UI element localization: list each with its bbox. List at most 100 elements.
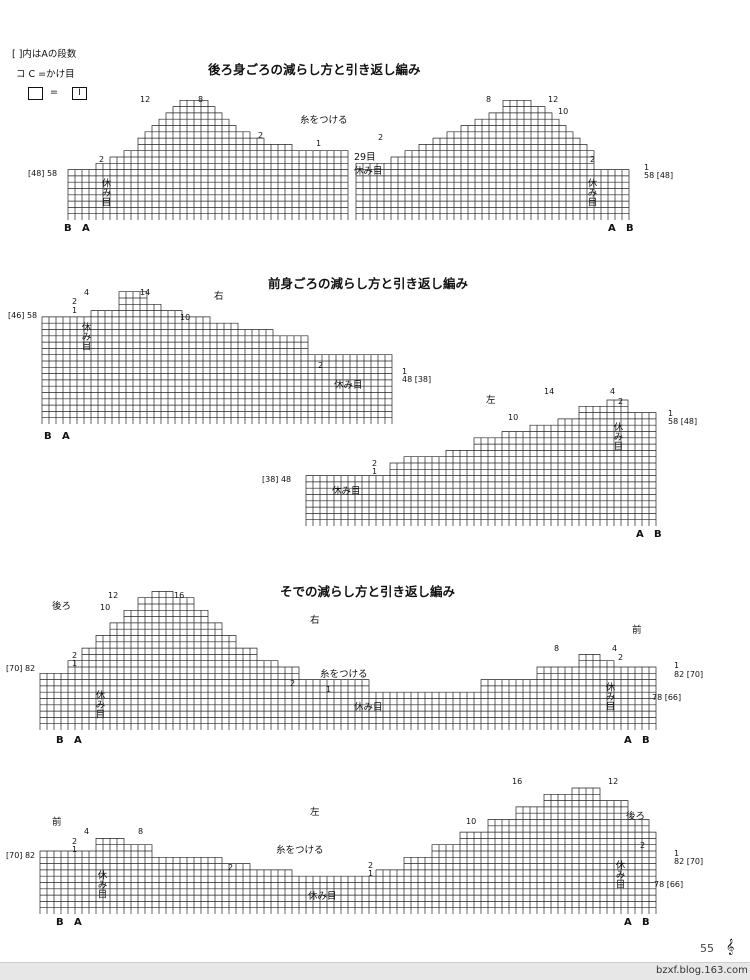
back-right-12: 12 bbox=[548, 95, 559, 104]
back-right-10: 10 bbox=[558, 107, 569, 116]
sleeve-title: そでの減らし方と引き返し編み bbox=[280, 584, 456, 599]
watermark-url: bzxf.blog.163.com bbox=[656, 965, 748, 976]
sleeve-rest-a: 休み目 bbox=[93, 690, 105, 719]
front-right-label: 右 bbox=[214, 291, 224, 302]
front-right-grid bbox=[41, 291, 393, 424]
sleeve-label-B1: B bbox=[56, 735, 64, 746]
page-number: 55 bbox=[700, 942, 714, 955]
back-label-B1: B bbox=[64, 223, 72, 234]
front-l-1: 1 bbox=[372, 467, 378, 476]
sleeve-m16: 16 bbox=[512, 777, 523, 786]
back-num-12: 12 bbox=[140, 95, 151, 104]
sleeve-rows-78a: 78 [66] bbox=[652, 693, 682, 702]
sleeve-rows-left2: [70] 82 bbox=[6, 851, 36, 860]
sleeve-n2: 2 bbox=[72, 651, 78, 660]
sleeve-label-B2: B bbox=[642, 735, 650, 746]
sleeve-label-A1: A bbox=[74, 735, 82, 746]
back-left-grid bbox=[67, 99, 349, 220]
front-r-1: 1 bbox=[72, 306, 78, 315]
sleeve-front-label2: 前 bbox=[52, 817, 62, 828]
sleeve-attach2: 糸をつける bbox=[276, 845, 324, 856]
front-r-rest2: 休み目 bbox=[334, 380, 363, 391]
front-r-2: 2 bbox=[72, 297, 78, 306]
sleeve-rows-left: [70] 82 bbox=[6, 664, 36, 673]
back-title: 後ろ身ごろの減らし方と引き返し編み bbox=[208, 62, 421, 77]
sleeve-label-A4: A bbox=[624, 917, 632, 928]
sleeve-rest-e: 休み目 bbox=[308, 891, 337, 902]
front-r-2b: 2 bbox=[318, 361, 324, 370]
sleeve-back-label2: 後ろ bbox=[626, 811, 646, 822]
sleeve-n10: 10 bbox=[100, 603, 111, 612]
back-right-2b: 2 bbox=[590, 155, 596, 164]
sleeve-left-label: 左 bbox=[310, 807, 320, 818]
front-label-B1: B bbox=[44, 431, 52, 442]
sleeve-rest-d: 休み目 bbox=[95, 870, 107, 899]
front-label-B2: B bbox=[654, 529, 662, 540]
sleeve-m2c: 2 bbox=[368, 861, 374, 870]
sleeve-rest-c: 休み目 bbox=[603, 682, 615, 711]
sleeve-front-label: 前 bbox=[632, 625, 642, 636]
back-rest-right: 休み目 bbox=[585, 178, 597, 207]
sleeve-n2c: 2 bbox=[290, 679, 296, 688]
front-r-end-rows: 48 [38] bbox=[402, 375, 432, 384]
treble-clef-icon: 𝄞 bbox=[726, 939, 735, 955]
sleeve-m1c: 1 bbox=[368, 869, 374, 878]
back-29: 29目 bbox=[354, 152, 376, 163]
back-rest-center: 休み目 bbox=[354, 166, 383, 177]
legend-knit-cell: I bbox=[72, 87, 87, 100]
back-num-8: 8 bbox=[198, 95, 204, 104]
sleeve-rows-78b: 78 [66] bbox=[654, 880, 684, 889]
front-r-10: 10 bbox=[180, 313, 191, 322]
sleeve-right-grid bbox=[39, 591, 657, 730]
back-label-A2: A bbox=[608, 223, 616, 234]
front-r-4: 4 bbox=[84, 288, 90, 297]
sleeve-label-A3: A bbox=[74, 917, 82, 928]
back-num-2b: 2 bbox=[99, 155, 105, 164]
sleeve-n12: 12 bbox=[108, 591, 119, 600]
sleeve-label-A2: A bbox=[624, 735, 632, 746]
legend-bracket-note: [ ]内はAの段数 bbox=[12, 49, 77, 60]
front-label-A1: A bbox=[62, 431, 70, 442]
front-l-2b: 2 bbox=[372, 459, 378, 468]
sleeve-m4: 4 bbox=[84, 827, 90, 836]
sleeve-n4: 4 bbox=[612, 644, 618, 653]
sleeve-label-B4: B bbox=[642, 917, 650, 928]
sleeve-rows-right2: 82 [70] bbox=[674, 857, 704, 866]
legend-yarnover-note: コ C =かけ目 bbox=[16, 69, 75, 80]
sleeve-label-B3: B bbox=[56, 917, 64, 928]
front-label-A2: A bbox=[636, 529, 644, 540]
sleeve-attach1: 糸をつける bbox=[320, 669, 368, 680]
front-l-end-1: 1 bbox=[668, 409, 674, 418]
front-title: 前身ごろの減らし方と引き返し編み bbox=[268, 276, 469, 291]
front-l-rest2: 休み目 bbox=[611, 422, 623, 451]
sleeve-rest-f: 休み目 bbox=[613, 860, 625, 889]
back-num-2a: 2 bbox=[258, 131, 264, 140]
sleeve-right-label: 右 bbox=[310, 615, 320, 626]
back-label-B2: B bbox=[626, 223, 634, 234]
sleeve-n8: 8 bbox=[554, 644, 560, 653]
sleeve-m10: 10 bbox=[466, 817, 477, 826]
back-right-1: 1 bbox=[644, 163, 650, 172]
front-l-4: 4 bbox=[610, 387, 616, 396]
back-attach-yarn: 糸をつける bbox=[300, 115, 348, 126]
sleeve-rows-right: 82 [70] bbox=[674, 670, 704, 679]
sleeve-rest-b: 休み目 bbox=[354, 702, 383, 713]
sleeve-n1b: 1 bbox=[674, 661, 680, 670]
sleeve-m1d: 1 bbox=[674, 849, 680, 858]
back-right-grid bbox=[355, 99, 630, 220]
sleeve-m2b: 2 bbox=[228, 863, 234, 872]
front-left-grid bbox=[305, 399, 657, 526]
front-r-rows: [46] 58 bbox=[8, 311, 38, 320]
sleeve-n2b: 2 bbox=[618, 653, 624, 662]
sleeve-n16: 16 bbox=[174, 591, 185, 600]
watermark-bar bbox=[0, 962, 750, 980]
sleeve-n1c: 1 bbox=[326, 685, 332, 694]
front-r-end-1: 1 bbox=[402, 367, 408, 376]
sleeve-left-grid bbox=[39, 787, 657, 914]
back-right-2a: 2 bbox=[378, 133, 384, 142]
front-r-rest: 休み目 bbox=[79, 322, 91, 351]
sleeve-m12: 12 bbox=[608, 777, 619, 786]
back-left-rows: [48] 58 bbox=[28, 169, 58, 178]
front-l-14: 14 bbox=[544, 387, 555, 396]
